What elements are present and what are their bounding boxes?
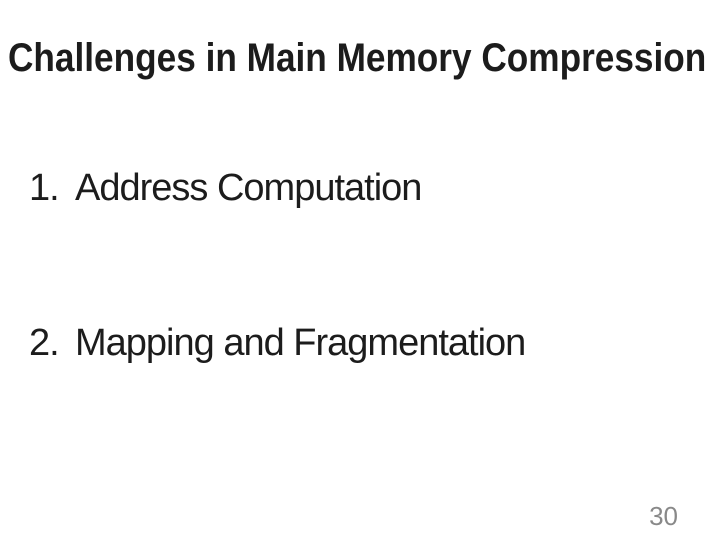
slide-title: Challenges in Main Memory Compression: [8, 36, 707, 80]
list-item: 2. Mapping and Fragmentation: [29, 322, 526, 364]
list-item-number: 1.: [29, 167, 60, 209]
list-item-label: Address Computation: [75, 167, 422, 209]
list-item: 1. Address Computation: [29, 167, 422, 209]
page-number: 30: [649, 501, 678, 531]
list-item-number: 2.: [29, 322, 60, 364]
list-item-label: Mapping and Fragmentation: [75, 322, 526, 364]
